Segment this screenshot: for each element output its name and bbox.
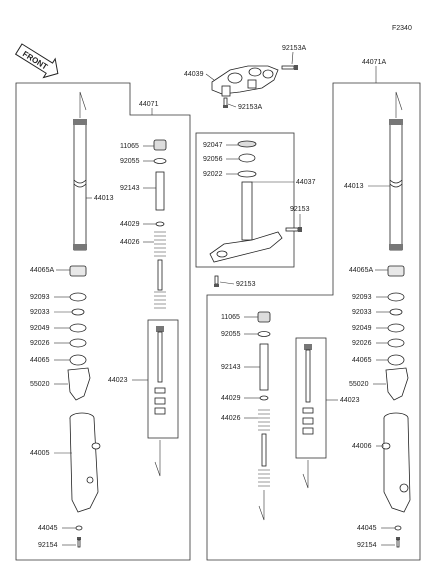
right-fork-box bbox=[206, 82, 421, 561]
label-92093-left: 92093 bbox=[30, 294, 50, 301]
cartridge-box-left bbox=[147, 319, 179, 439]
left-fork-box bbox=[15, 82, 191, 561]
fork-guard-right bbox=[385, 367, 409, 401]
label-44045-right: 44045 bbox=[357, 525, 377, 532]
label-44005: 44005 bbox=[30, 450, 50, 457]
label-44065A-right: 44065A bbox=[349, 267, 373, 274]
label-44039: 44039 bbox=[184, 71, 204, 78]
label-92033-right: 92033 bbox=[352, 309, 372, 316]
label-44065A-left: 44065A bbox=[30, 267, 54, 274]
bolt-92154-right bbox=[396, 537, 400, 548]
cartridge-box-right bbox=[295, 337, 327, 459]
cartridge-right bbox=[302, 344, 314, 435]
label-11065-right: 11065 bbox=[221, 314, 240, 321]
bolt-92153-stem bbox=[285, 227, 302, 232]
label-92153-lower: 92153 bbox=[236, 281, 256, 288]
outer-tube-right bbox=[381, 412, 411, 513]
label-11065-left: 11065 bbox=[120, 143, 139, 150]
label-92047: 92047 bbox=[203, 142, 223, 149]
bolt-92153-lower bbox=[214, 275, 219, 287]
outer-tube-left bbox=[69, 412, 101, 513]
label-92154-right: 92154 bbox=[357, 542, 377, 549]
bolt-92153A-top bbox=[281, 65, 298, 70]
label-92056: 92056 bbox=[203, 156, 223, 163]
label-44029-left: 44029 bbox=[120, 221, 140, 228]
steering-stem bbox=[209, 140, 283, 263]
label-55020-right: 55020 bbox=[349, 381, 369, 388]
washer-44045-left bbox=[75, 525, 83, 531]
label-92093-right: 92093 bbox=[352, 294, 372, 301]
label-44013-right: 44013 bbox=[344, 183, 364, 190]
label-44026-right: 44026 bbox=[221, 415, 241, 422]
left-damper-stack bbox=[153, 139, 167, 309]
label-92154-left: 92154 bbox=[38, 542, 58, 549]
fork-tube-right bbox=[389, 119, 403, 251]
label-92026-right: 92026 bbox=[352, 340, 372, 347]
label-92143-right: 92143 bbox=[221, 364, 241, 371]
label-44071: 44071 bbox=[139, 101, 159, 108]
washer-44045-right bbox=[394, 525, 402, 531]
label-92153A-bottom: 92153A bbox=[238, 104, 262, 111]
label-44065-right: 44065 bbox=[352, 357, 372, 364]
fork-guard-left bbox=[67, 367, 91, 401]
diagram-code: F2340 bbox=[392, 25, 412, 32]
label-44026-left: 44026 bbox=[120, 239, 140, 246]
label-92026-left: 92026 bbox=[30, 340, 50, 347]
label-44045-left: 44045 bbox=[38, 525, 58, 532]
left-seal-stack bbox=[69, 265, 87, 366]
fork-tube-left bbox=[73, 119, 87, 251]
label-92033-left: 92033 bbox=[30, 309, 50, 316]
label-55020-left: 55020 bbox=[30, 381, 50, 388]
label-92143-left: 92143 bbox=[120, 185, 140, 192]
label-44065-left: 44065 bbox=[30, 357, 50, 364]
cartridge-left bbox=[154, 326, 166, 415]
label-92153A-top: 92153A bbox=[282, 45, 306, 52]
bolt-92153A-bottom bbox=[223, 97, 228, 108]
label-92049-right: 92049 bbox=[352, 325, 372, 332]
front-arrow-icon: FRONT bbox=[14, 43, 59, 79]
label-44023-left: 44023 bbox=[108, 377, 128, 384]
right-damper-stack bbox=[257, 311, 271, 487]
upper-triple-clamp bbox=[211, 65, 279, 97]
bolt-92154-left bbox=[77, 537, 81, 548]
label-44006: 44006 bbox=[352, 443, 372, 450]
label-92055-right: 92055 bbox=[221, 331, 241, 338]
steering-stem-box bbox=[195, 132, 295, 268]
label-44029-right: 44029 bbox=[221, 395, 241, 402]
right-seal-stack bbox=[387, 265, 405, 366]
label-44013-left: 44013 bbox=[94, 195, 114, 202]
label-44071A: 44071A bbox=[362, 59, 386, 66]
label-92049-left: 92049 bbox=[30, 325, 50, 332]
label-92055-left: 92055 bbox=[120, 158, 140, 165]
label-44023-right: 44023 bbox=[340, 397, 360, 404]
label-92153-stem: 92153 bbox=[290, 206, 310, 213]
label-44037: 44037 bbox=[296, 179, 316, 186]
label-92022: 92022 bbox=[203, 171, 223, 178]
